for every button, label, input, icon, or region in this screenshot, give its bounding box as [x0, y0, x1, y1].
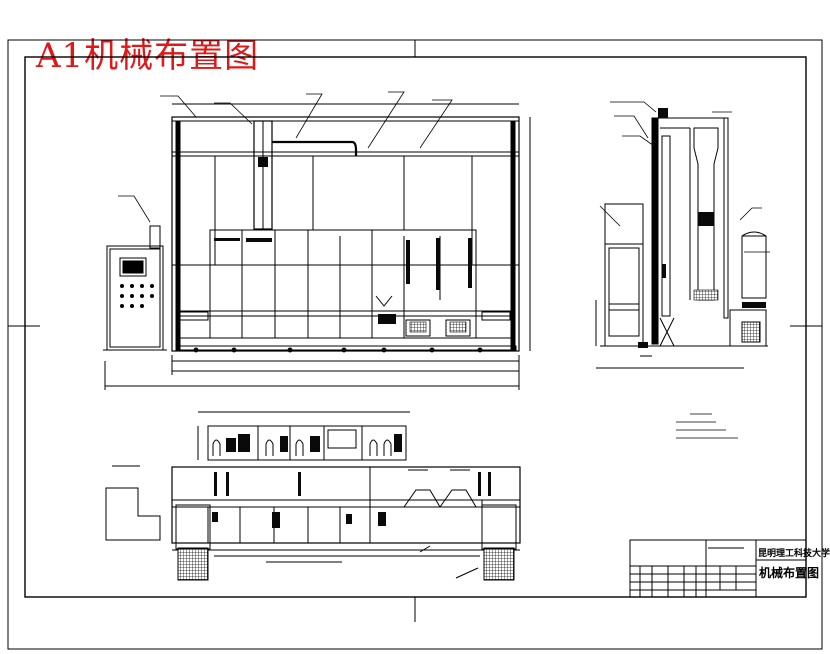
title-block-school: 昆明理工科技大学 [758, 547, 830, 559]
plan-view-main-line [171, 466, 521, 563]
side-view-leaders [599, 101, 770, 253]
control-cabinet [103, 225, 167, 351]
sheet-border [7, 39, 823, 650]
drawing-title: A1机械布置图 [36, 36, 260, 76]
plan-view-end-frames [105, 465, 517, 579]
front-elevation-view [104, 103, 531, 390]
title-block-drawing-name: 机械布置图 [759, 565, 819, 580]
side-view-hatching [638, 108, 766, 348]
side-elevation-view [595, 117, 768, 369]
plan-view-module-fills [226, 434, 402, 452]
front-view-leaders [118, 91, 453, 223]
tank-hatching [193, 157, 483, 353]
technical-notes [676, 413, 738, 439]
title-block [629, 539, 807, 598]
plan-view-hatch [177, 472, 515, 581]
plan-view-top-modules [197, 411, 410, 461]
